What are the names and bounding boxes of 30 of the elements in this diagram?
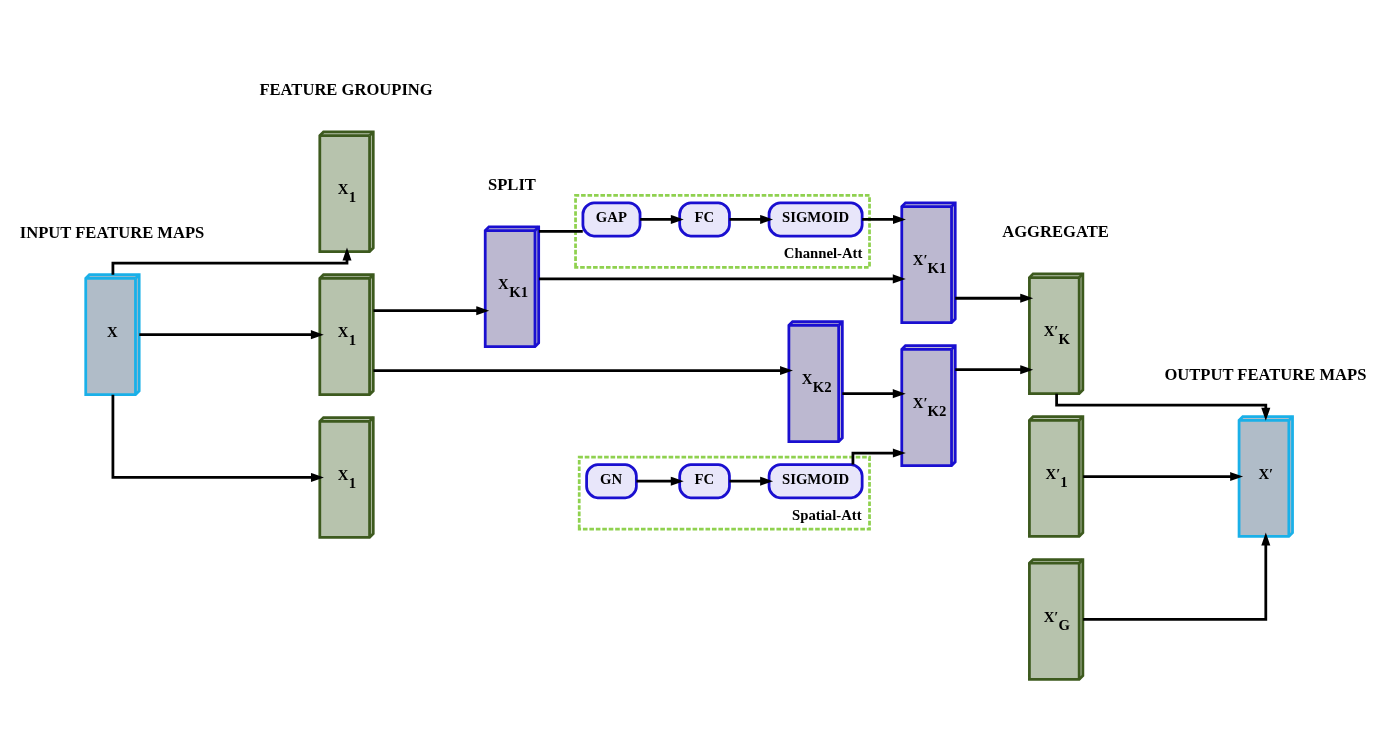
arrow: [111, 394, 324, 482]
arrow: [538, 274, 906, 284]
arrow: [111, 247, 352, 275]
arrow: [1083, 472, 1244, 482]
label: FEATURE GROUPING: [259, 80, 433, 100]
node-box: FC: [678, 463, 731, 500]
arrow: [729, 214, 774, 224]
arrow: [139, 330, 324, 340]
node-box: SIGMOID: [767, 201, 864, 238]
arrow: [1083, 532, 1271, 621]
arrow: [955, 365, 1034, 375]
arrow: [640, 214, 684, 224]
node-label: OUTPUT FEATURE MAPS: [1164, 365, 1367, 385]
node-box: GN: [585, 463, 638, 500]
arrow: [955, 293, 1034, 303]
arrow: [862, 214, 906, 224]
node-box: GAP: [581, 201, 642, 238]
arrow: [1055, 393, 1271, 421]
arrow: [373, 366, 793, 376]
label: AGGREGATE: [1002, 222, 1109, 242]
node-box: SIGMOID: [767, 463, 864, 500]
node-box: FC: [678, 201, 731, 238]
arrow: [636, 476, 684, 486]
arrow: [729, 476, 774, 486]
arrow: [851, 448, 906, 465]
label: SPLIT: [487, 175, 536, 195]
connector: [538, 230, 583, 233]
node-label: INPUT FEATURE MAPS: [19, 223, 205, 243]
arrow: [842, 389, 906, 399]
arrow: [373, 306, 490, 316]
